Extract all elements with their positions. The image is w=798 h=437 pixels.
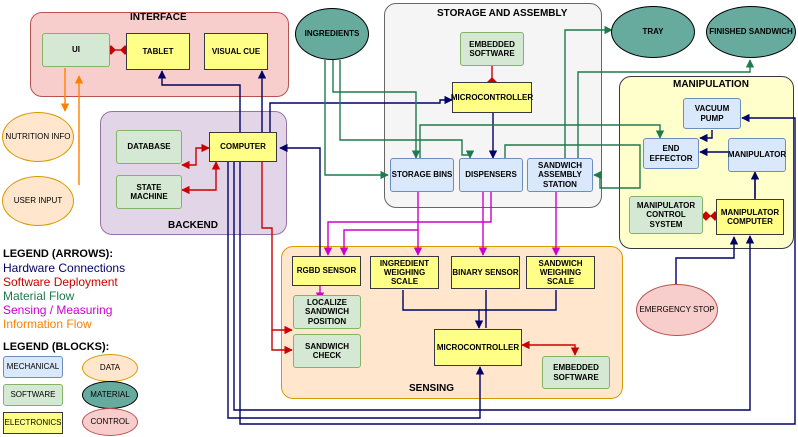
legend-sensing: Sensing / Measuring: [3, 303, 113, 317]
database-block: DATABASE: [116, 130, 182, 164]
end-effector-block: END EFFECTOR: [643, 138, 699, 169]
legend-blocks-title: LEGEND (BLOCKS):: [3, 341, 110, 353]
computer-block: COMPUTER: [209, 132, 277, 162]
microcontroller-bottom: MICROCONTROLLER: [434, 329, 522, 366]
finished-sandwich-material: FINISHED SANDWICH: [706, 6, 796, 58]
storage-title: STORAGE AND ASSEMBLY: [437, 8, 568, 19]
sandwich-check-block: SANDWICH CHECK: [293, 334, 361, 368]
interface-title: INTERFACE: [130, 12, 187, 23]
manipulation-title: MANIPULATION: [673, 79, 749, 90]
state-machine-block: STATE MACHINE: [116, 175, 182, 209]
localize-sandwich-position-block: LOCALIZE SANDWICH POSITION: [293, 295, 361, 329]
legend-mechanical: MECHANICAL: [3, 356, 63, 378]
visual-cue-block: VISUAL CUE: [204, 33, 268, 70]
manipulator-block: MANIPULATOR: [728, 138, 786, 172]
legend-info: Information Flow: [3, 317, 92, 331]
legend-control: CONTROL: [82, 408, 138, 436]
user-input-data: USER INPUT: [2, 176, 74, 226]
manipulator-computer-block: MANIPULATOR COMPUTER: [716, 199, 784, 235]
manipulator-control-system-block: MANIPULATOR CONTROL SYSTEM: [629, 196, 703, 234]
sensing-title: SENSING: [409, 383, 455, 394]
legend-material-block: MATERIAL: [82, 381, 138, 409]
legend-software-block: SOFTWARE: [3, 384, 63, 406]
legend-software: Software Deployment: [3, 275, 118, 289]
legend-data: DATA: [82, 354, 138, 382]
dispensers-block: DISPENSERS: [459, 158, 523, 192]
software-connections: [106, 45, 720, 356]
microcontroller-top: MICROCONTROLLER: [451, 82, 533, 113]
tray-material: TRAY: [611, 6, 695, 58]
embedded-software-bottom: EMBEDDED SOFTWARE: [542, 356, 610, 389]
sandwich-weighing-scale-block: SANDWICH WEIGHING SCALE: [526, 256, 595, 289]
tablet-block: TABLET: [126, 33, 190, 70]
ingredients-material: INGREDIENTS: [295, 8, 369, 60]
ui-block: UI: [42, 33, 110, 67]
emergency-stop-control: EMERGENCY STOP: [636, 284, 718, 336]
backend-title: BACKEND: [168, 220, 218, 231]
nutrition-info-data: NUTRITION INFO: [2, 112, 74, 162]
storage-bins-block: STORAGE BINS: [390, 158, 454, 192]
sandwich-assembly-station-block: SANDWICH ASSEMBLY STATION: [527, 158, 593, 192]
ingredient-weighing-scale-block: INGREDIENT WEIGHING SCALE: [370, 256, 439, 289]
embedded-software-top: EMBEDDED SOFTWARE: [460, 32, 524, 66]
hardware-connections: [157, 70, 796, 425]
material-connections: [324, 25, 755, 189]
legend-arrows-title: LEGEND (ARROWS):: [3, 248, 113, 260]
binary-sensor-block: BINARY SENSOR: [451, 256, 520, 289]
legend-material: Material Flow: [3, 289, 75, 303]
legend-hardware: Hardware Connections: [3, 261, 126, 275]
rgbd-sensor-block: RGBD SENSOR: [292, 256, 361, 286]
legend-electronics: ELECTRONICS: [3, 412, 63, 434]
legend-arrows: LEGEND (ARROWS): Hardware Connections So…: [3, 247, 125, 331]
information-connections: [60, 68, 84, 185]
vacuum-pump-block: VACUUM PUMP: [683, 98, 741, 129]
